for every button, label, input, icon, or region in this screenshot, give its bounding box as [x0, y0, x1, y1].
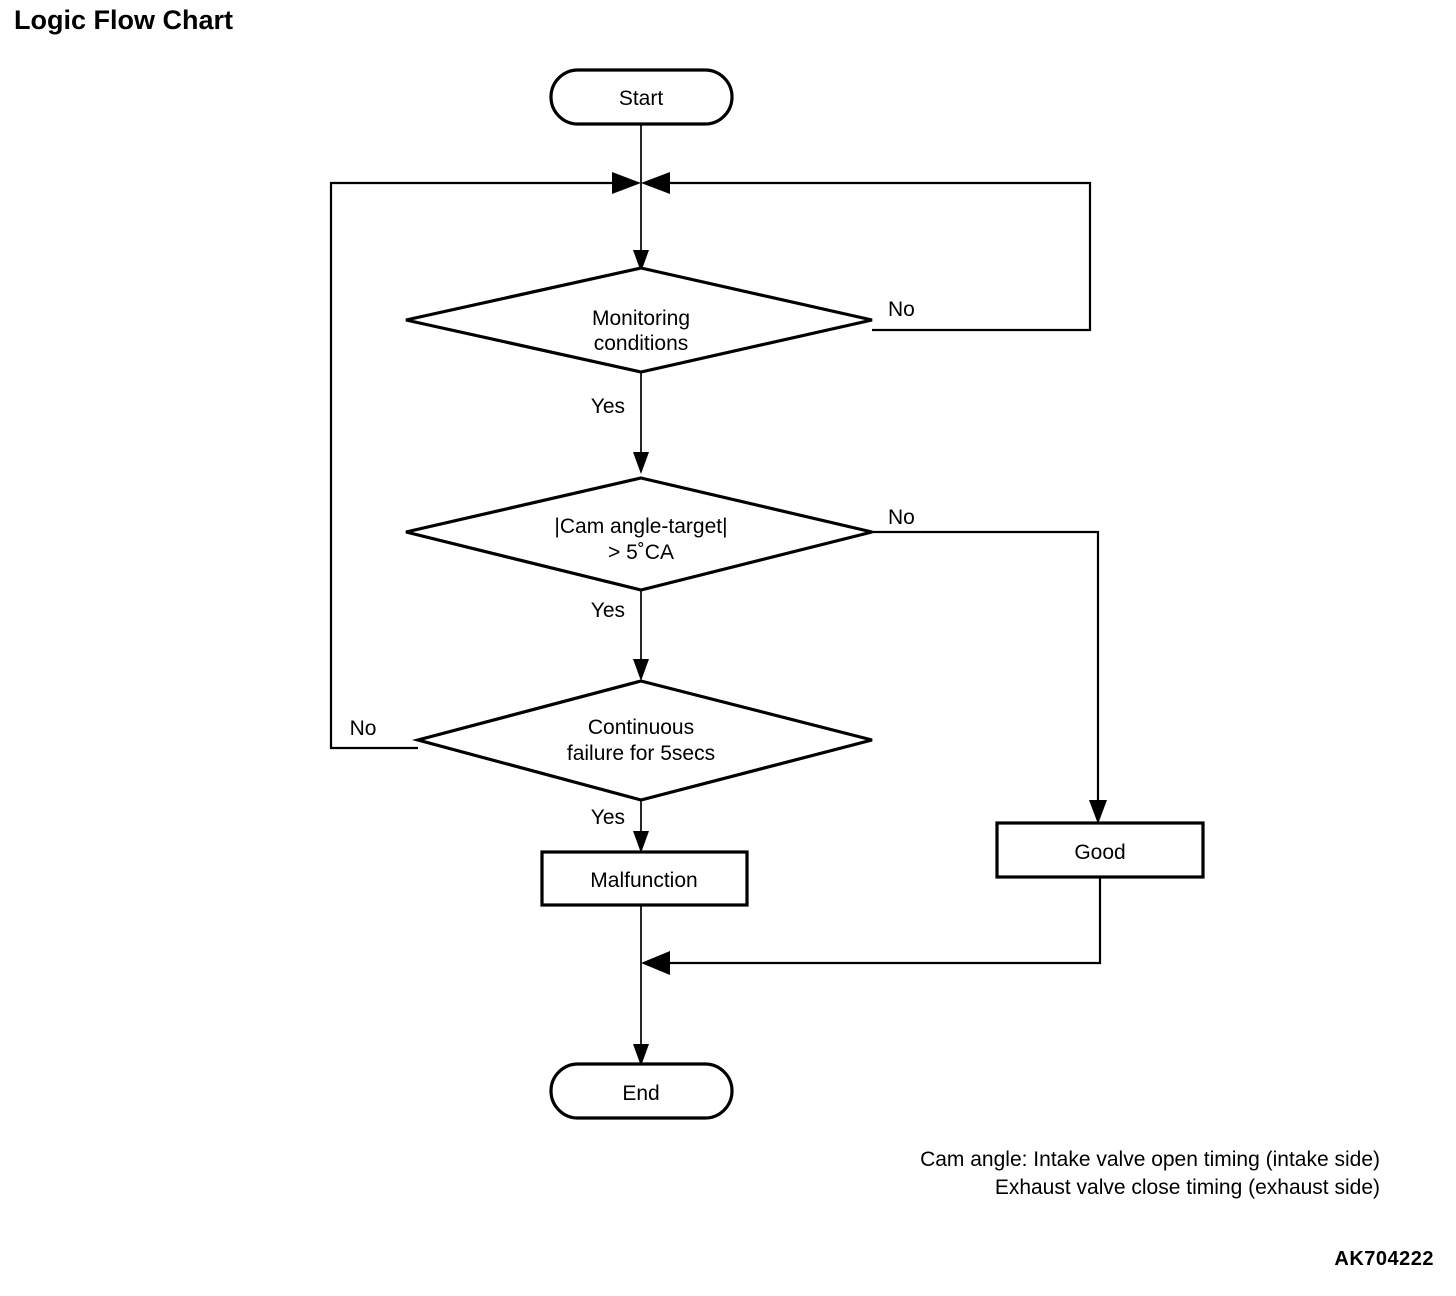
node-malfunction-label: Malfunction [590, 869, 697, 892]
arrowhead-down-end [633, 1044, 649, 1066]
arrowhead-down-malfunction [633, 831, 649, 853]
arrowhead-down-decision3 [633, 659, 649, 681]
node-start[interactable] [549, 68, 734, 126]
branch-label-decision3-no: No [350, 717, 377, 740]
node-end-label: End [622, 1082, 659, 1105]
node-good[interactable] [995, 821, 1205, 879]
node-decision-cam-angle-target[interactable] [405, 476, 873, 592]
node-decision3-label-line1: Continuous [588, 716, 694, 739]
page-title: Logic Flow Chart [14, 5, 233, 35]
branch-label-decision2-yes: Yes [591, 599, 625, 622]
arrowhead-down-good [1089, 800, 1107, 824]
node-malfunction[interactable] [540, 850, 749, 907]
node-decision-continuous-failure[interactable] [411, 679, 873, 802]
edge-decision3-no-loopback [329, 181, 627, 750]
figure-reference-code: AK704222 [1334, 1248, 1434, 1270]
arrowhead-down-decision1 [633, 250, 649, 272]
node-decision1-label-line1: Monitoring [592, 307, 690, 330]
branch-label-decision2-no: No [888, 506, 915, 529]
edge-decision2-no-to-good [872, 530, 1100, 812]
node-decision2-label-line1: |Cam angle-target| [554, 515, 727, 538]
node-decision3-label-line2: failure for 5secs [567, 742, 715, 765]
arrowhead-left-merge-right [641, 172, 670, 194]
node-end[interactable] [549, 1062, 734, 1120]
edge-decision1-no-loopback [655, 181, 1092, 332]
node-start-label: Start [619, 87, 664, 110]
node-decision-monitoring-conditions[interactable] [405, 266, 873, 374]
node-decision1-label-line2: conditions [594, 332, 689, 355]
footnote-line-2: Exhaust valve close timing (exhaust side… [994, 1176, 1380, 1199]
footnote-line-1: Cam angle: Intake valve open timing (int… [920, 1148, 1380, 1171]
node-decision2-label-line2: > 5˚CA [608, 541, 674, 564]
node-good-label: Good [1074, 841, 1125, 864]
edge-good-to-trunk [656, 877, 1102, 965]
branch-label-decision3-yes: Yes [591, 806, 625, 829]
branch-label-decision1-yes: Yes [591, 395, 625, 418]
footnote: Cam angle: Intake valve open timing (int… [920, 1146, 1380, 1202]
branch-label-decision1-no: No [888, 298, 915, 321]
arrowhead-left-trunk-join [641, 951, 670, 975]
arrowhead-down-decision2 [633, 452, 649, 474]
arrowhead-right-merge-left [612, 172, 641, 194]
